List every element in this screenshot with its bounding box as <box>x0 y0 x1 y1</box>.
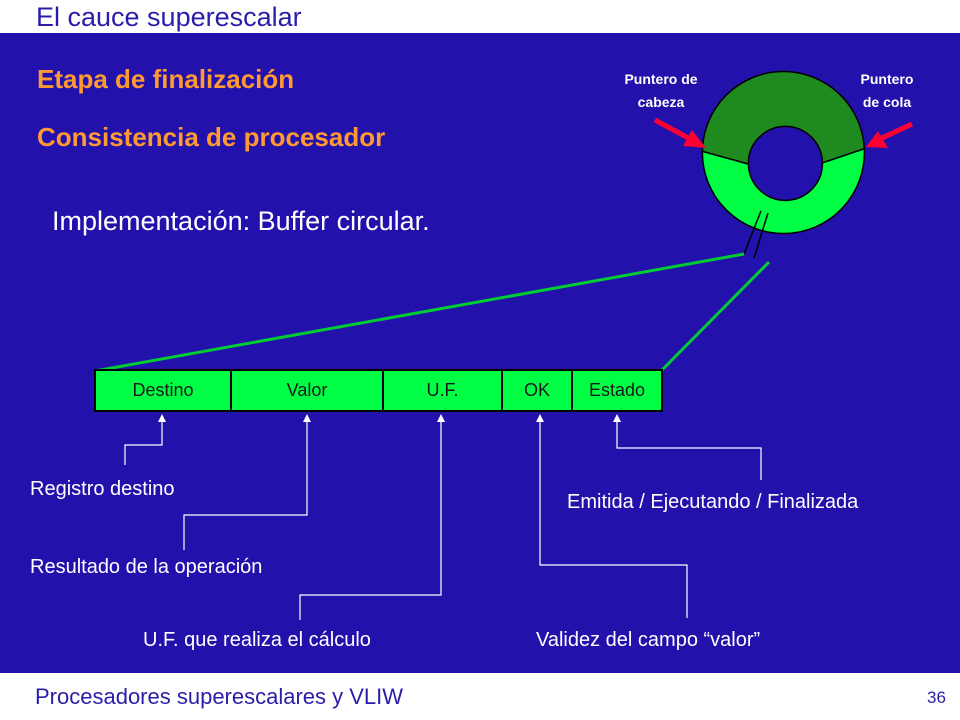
annotation-valor: Resultado de la operación <box>30 556 263 578</box>
leader-valor <box>183 414 311 550</box>
ring-free-region <box>701 147 866 235</box>
entry-field-estado: Estado <box>571 369 663 412</box>
tail-pointer-label: Puntero de cola <box>842 68 932 114</box>
tail-pointer-label-line2: de cola <box>862 94 912 110</box>
annotation-estado: Emitida / Ejecutando / Finalizada <box>567 491 859 513</box>
annotation-ok: Validez del campo “valor” <box>536 629 761 651</box>
head-pointer-label: Puntero de cabeza <box>596 68 726 114</box>
ring-slot-divider-2 <box>753 212 769 259</box>
slide-panel <box>0 33 960 673</box>
entry-field-destino: Destino <box>94 369 232 412</box>
annotation-uf: U.F. que realiza el cálculo <box>143 629 371 651</box>
entry-field-ok: OK <box>501 369 573 412</box>
connector-line-right <box>659 260 771 373</box>
entry-field-valor: Valor <box>230 369 384 412</box>
slide-header-title: El cauce superescalar <box>36 2 302 32</box>
entry-field-uf: U.F. <box>382 369 503 412</box>
page-number: 36 <box>927 688 946 707</box>
leader-estado <box>613 414 762 480</box>
subtitle-consistencia: Consistencia de procesador <box>37 122 386 152</box>
footer-course-title: Procesadores superescalares y VLIW <box>35 684 404 709</box>
tail-pointer-arrow <box>866 121 914 148</box>
implementation-text: Implementación: Buffer circular. <box>52 206 430 236</box>
leader-ok <box>536 414 688 618</box>
leader-uf <box>299 414 445 620</box>
head-pointer-label-line1: Puntero de <box>624 71 698 87</box>
tail-pointer-label-line1: Puntero <box>860 71 914 87</box>
annotation-destino: Registro destino <box>30 478 175 500</box>
subtitle-etapa: Etapa de finalización <box>37 64 295 94</box>
head-pointer-arrow <box>653 117 706 148</box>
circular-buffer-ring <box>701 70 866 259</box>
ring-occupied-region <box>701 70 866 165</box>
ring-slot-divider-1 <box>743 210 762 255</box>
leader-destino <box>124 414 166 465</box>
connector-line-left <box>94 252 745 373</box>
head-pointer-label-line2: cabeza <box>637 94 685 110</box>
